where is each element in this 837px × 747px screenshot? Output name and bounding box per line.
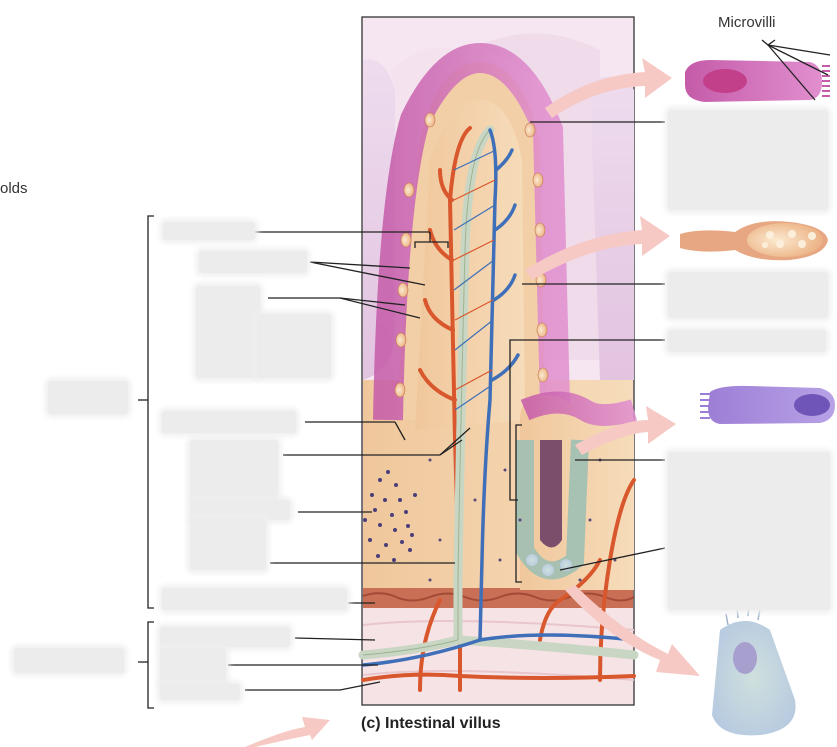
label-mask-2	[199, 251, 307, 273]
paneth-cell	[712, 605, 796, 735]
label-mask-6	[190, 440, 278, 500]
label-mask-5	[162, 411, 296, 433]
label-mask-8	[190, 518, 266, 570]
label-mask-12	[160, 684, 240, 700]
label-mask-right-4	[668, 452, 830, 610]
folds-partial-label: olds	[0, 180, 28, 197]
label-mask-11	[160, 648, 226, 686]
enterocyte-cell	[685, 60, 830, 102]
label-mask-9	[162, 588, 347, 610]
stem-cell	[700, 386, 835, 424]
label-mask-right-3	[668, 330, 826, 352]
villus-panel	[362, 17, 634, 705]
label-mask-7	[190, 500, 290, 520]
goblet-cell	[680, 221, 828, 260]
label-mask-submucosa	[14, 648, 124, 673]
label-mask-mucosa	[48, 381, 128, 414]
label-mask-right-1	[668, 110, 828, 210]
label-mask-3	[196, 286, 260, 378]
label-mask-1	[163, 222, 255, 240]
microvilli-label: Microvilli	[718, 14, 776, 31]
label-mask-10	[160, 627, 290, 647]
figure-caption: (c) Intestinal villus	[361, 715, 501, 733]
label-mask-right-2	[668, 272, 828, 318]
label-mask-4	[257, 314, 331, 378]
